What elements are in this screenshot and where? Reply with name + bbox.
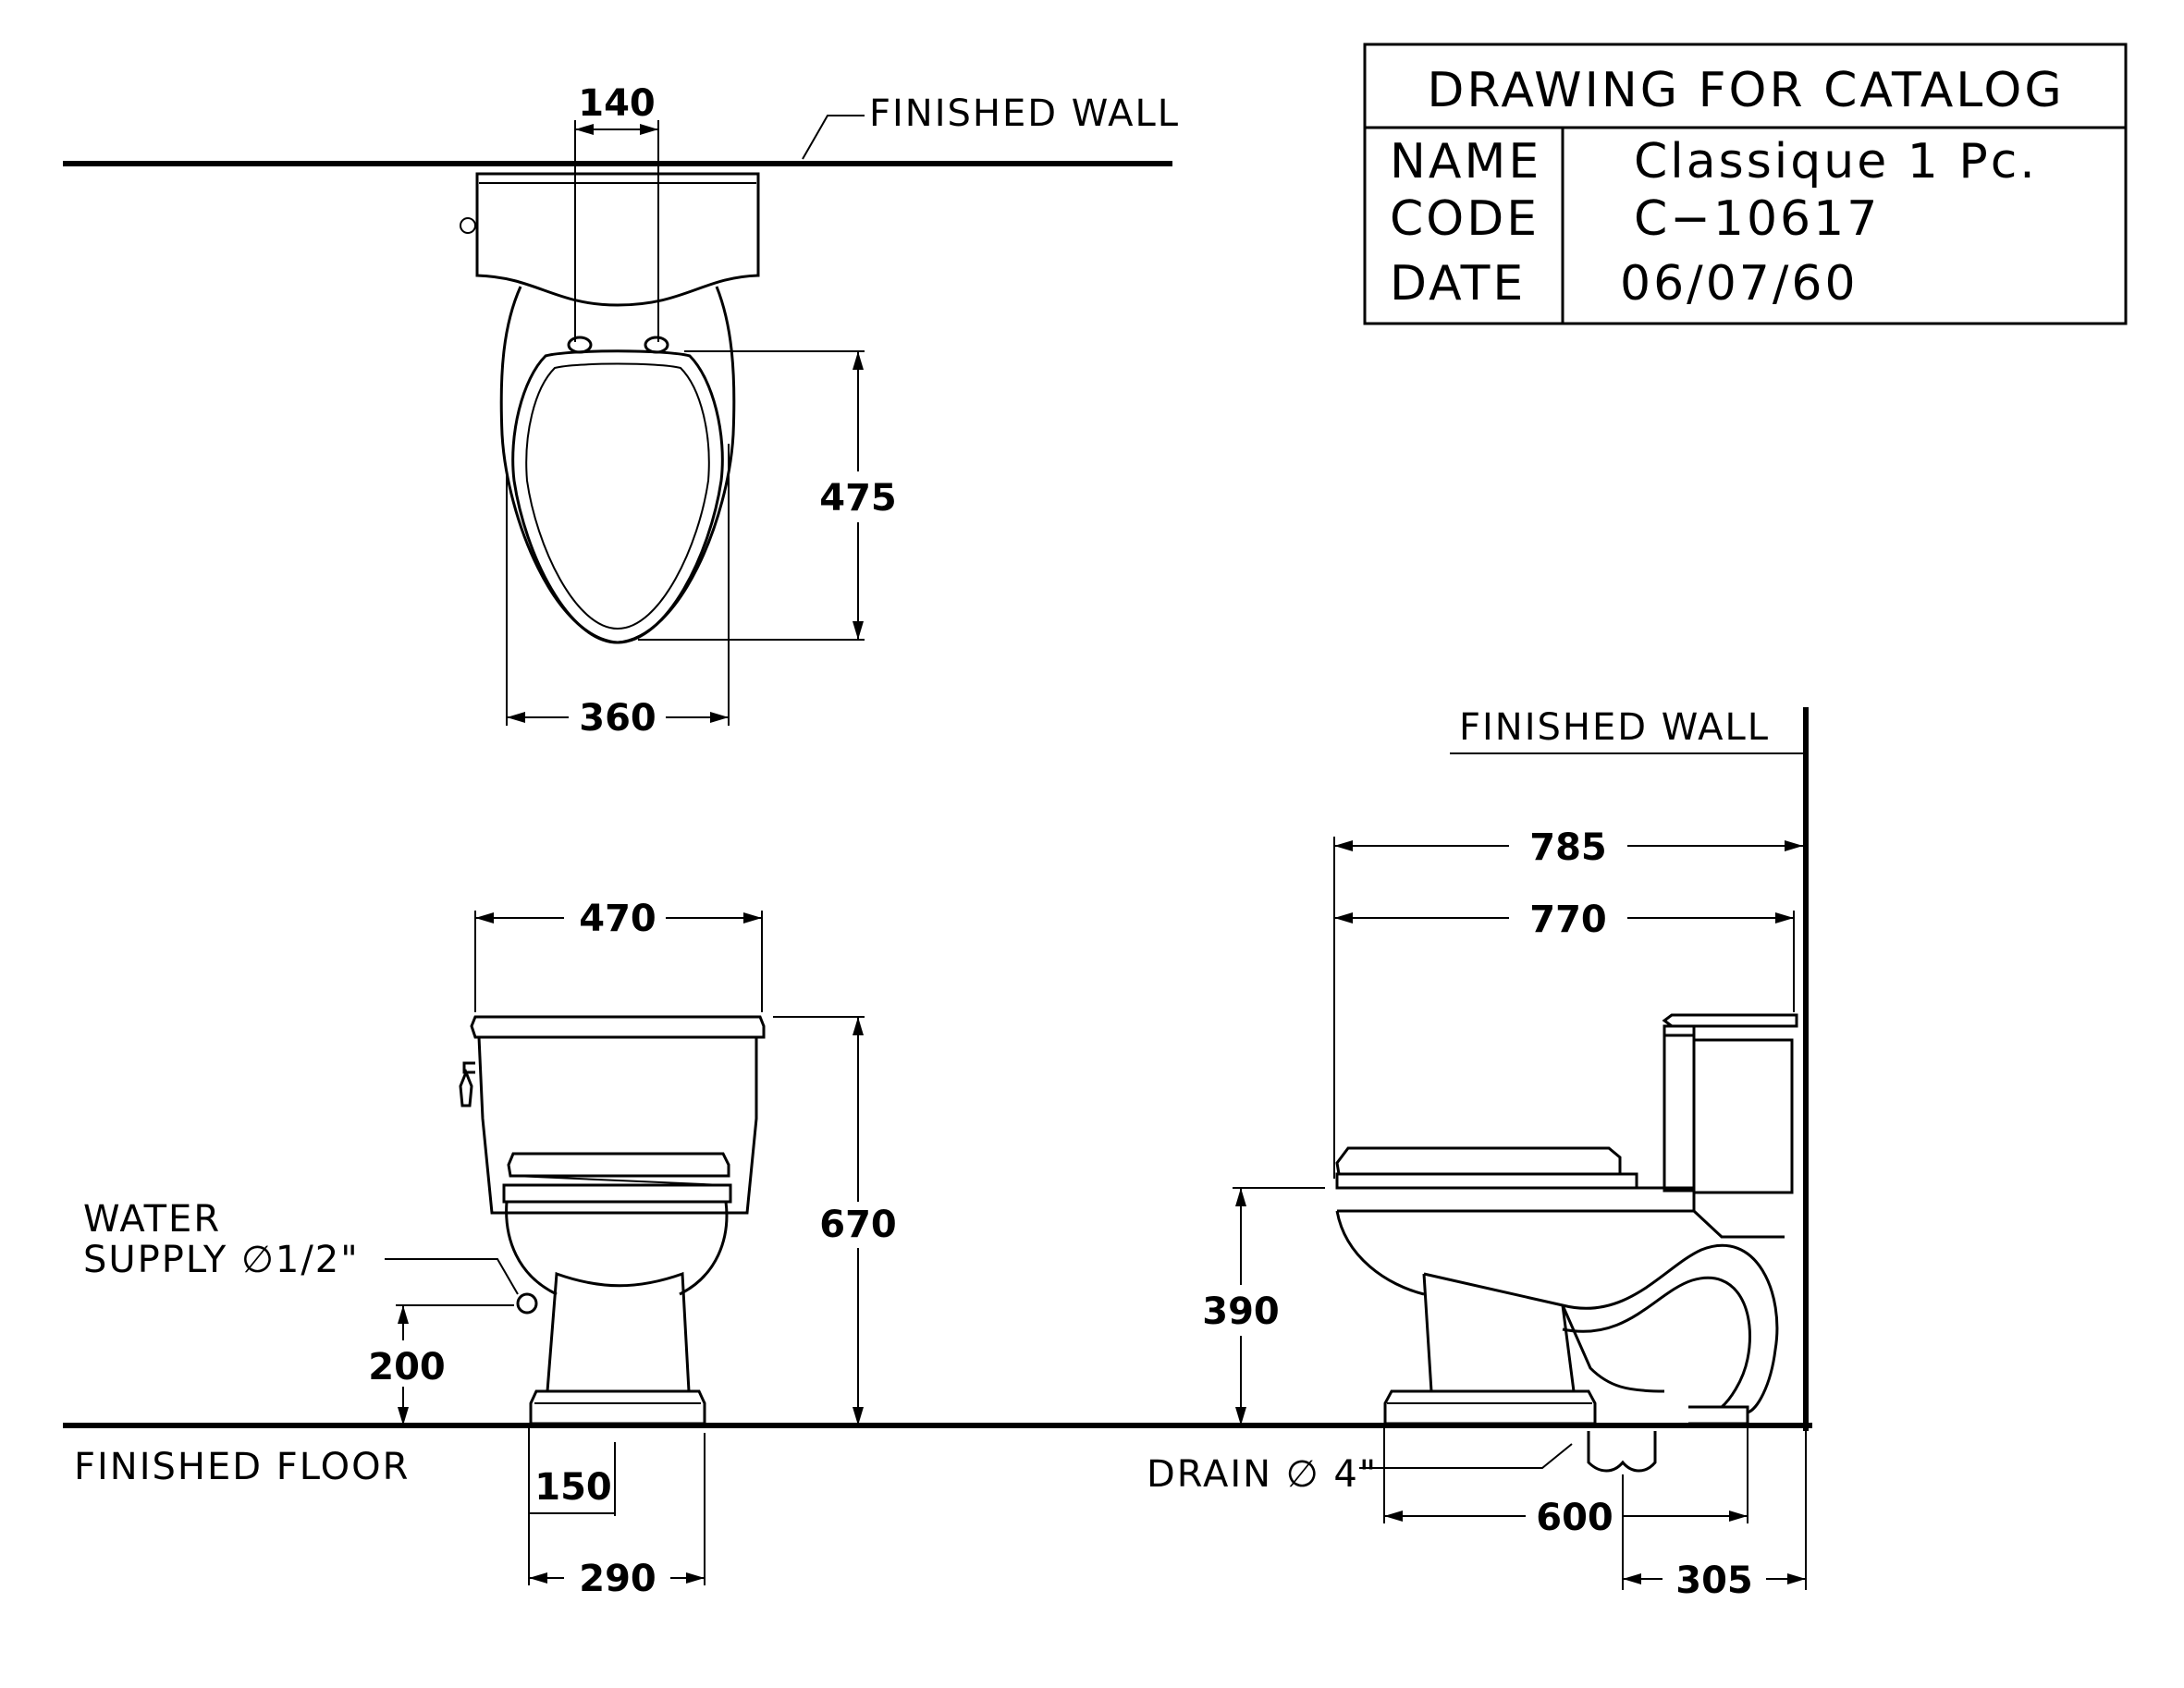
top-bowl-outer xyxy=(499,286,736,644)
dim-470: 470 xyxy=(579,898,656,940)
front-seat xyxy=(507,1152,730,1178)
top-finished-wall-label: FINISHED WALL xyxy=(869,92,1180,135)
side-trapway xyxy=(1423,1243,1779,1414)
front-bowl xyxy=(505,1201,729,1296)
date-value: 06/07/60 xyxy=(1620,256,1859,312)
top-tank xyxy=(475,172,760,307)
side-finished-wall-label: FINISHED WALL xyxy=(1459,706,1770,749)
title-block: DRAWING FOR CATALOG NAME Classique 1 Pc.… xyxy=(1363,43,2128,325)
name-label: NAME xyxy=(1390,134,1541,190)
dim-785: 785 xyxy=(1529,826,1607,869)
side-seat xyxy=(1335,1146,1622,1176)
dim-770: 770 xyxy=(1529,899,1607,941)
drain-leader xyxy=(1359,1443,1573,1469)
side-tank-body xyxy=(1694,1038,1794,1194)
top-wall-leader xyxy=(802,115,865,160)
front-tank-lid xyxy=(470,1015,766,1039)
dim-305: 305 xyxy=(1675,1560,1753,1602)
front-pedestal xyxy=(546,1271,691,1393)
finished-floor-label: FINISHED FLOOR xyxy=(74,1446,410,1488)
dim-150: 150 xyxy=(534,1466,612,1509)
top-view: FINISHED WALL 140 475 36 xyxy=(63,82,1180,740)
water-supply-label-2: SUPPLY ∅1/2" xyxy=(83,1239,360,1281)
drain-pipe xyxy=(1587,1431,1657,1473)
date-label: DATE xyxy=(1390,256,1526,312)
front-view: FINISHED FLOOR WATER SUPPLY ∅1/2" 470 xyxy=(63,898,1812,1600)
side-view: FINISHED WALL DRAIN ∅ 4" 785 xyxy=(1147,706,1809,1602)
dim-360: 360 xyxy=(579,697,656,740)
dim-600: 600 xyxy=(1536,1497,1613,1539)
name-value: Classique 1 Pc. xyxy=(1634,134,2038,190)
dim-670: 670 xyxy=(819,1204,897,1246)
side-bowl-rim xyxy=(1337,1186,1696,1213)
title-heading: DRAWING FOR CATALOG xyxy=(1427,63,2064,118)
water-supply-label-1: WATER xyxy=(83,1198,221,1241)
dim-475: 475 xyxy=(819,477,897,520)
dim-200: 200 xyxy=(368,1346,446,1388)
dim-290: 290 xyxy=(579,1558,656,1600)
water-supply-leader xyxy=(385,1258,519,1295)
code-value: C−10617 xyxy=(1634,191,1880,247)
top-seat xyxy=(511,349,724,644)
code-label: CODE xyxy=(1390,191,1540,247)
side-tank-lid xyxy=(1662,1013,1798,1028)
flush-lever xyxy=(459,1068,473,1107)
dim-140: 140 xyxy=(578,82,656,125)
front-tank-body xyxy=(477,1035,758,1215)
water-supply-connection xyxy=(516,1292,538,1315)
dim-390: 390 xyxy=(1202,1290,1280,1333)
drain-label: DRAIN ∅ 4" xyxy=(1147,1453,1378,1496)
